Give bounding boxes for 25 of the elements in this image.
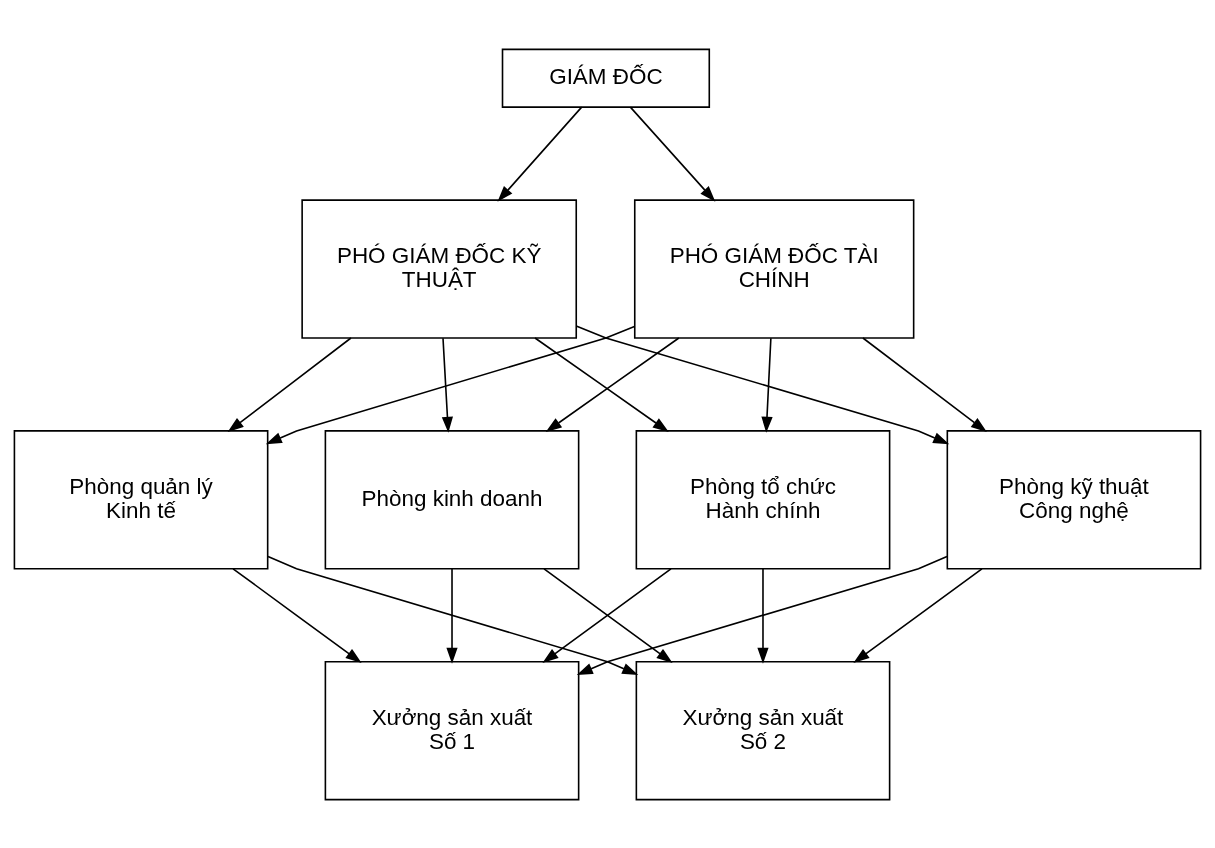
arrow bbox=[232, 567, 362, 663]
node-box: Phòng tổ chức Hành chính bbox=[635, 429, 891, 570]
node-box: Xưởng sản xuất Số 1 bbox=[324, 660, 580, 800]
arrow bbox=[853, 567, 983, 663]
arrow bbox=[265, 325, 636, 444]
node-box: Phòng kỹ thuật Công nghệ bbox=[946, 429, 1202, 570]
arrow bbox=[267, 555, 639, 675]
node-box: Phòng quản lý Kinh tế bbox=[13, 429, 269, 570]
node-box: PHÓ GIÁM ĐỐC TÀI CHÍNH bbox=[633, 198, 915, 339]
node-box: PHÓ GIÁM ĐỐC KỸ THUẬT bbox=[301, 198, 578, 339]
arrow bbox=[757, 567, 769, 664]
arrow bbox=[497, 105, 583, 202]
arrow bbox=[576, 324, 950, 444]
arrow bbox=[576, 555, 948, 675]
arrow bbox=[441, 337, 454, 433]
node-box: Phòng kinh doanh bbox=[324, 429, 580, 570]
arrow bbox=[534, 336, 669, 432]
node-box: Xưởng sản xuất Số 2 bbox=[635, 660, 891, 800]
arrow bbox=[862, 336, 987, 432]
arrow bbox=[227, 336, 352, 432]
arrow bbox=[545, 336, 680, 432]
arrow bbox=[629, 105, 716, 202]
arrow bbox=[761, 337, 773, 433]
arrow bbox=[446, 567, 458, 664]
node-box: GIÁM ĐỐC bbox=[501, 48, 711, 108]
